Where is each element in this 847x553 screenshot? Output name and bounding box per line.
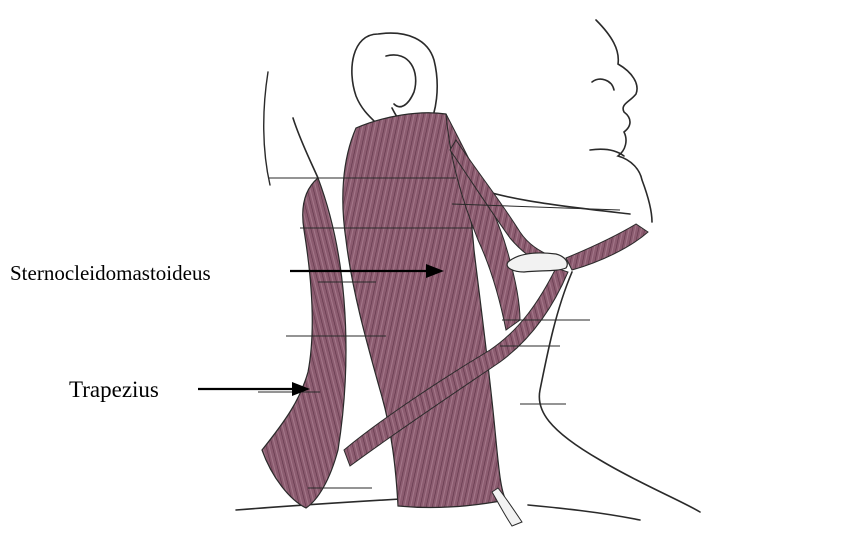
face-profile bbox=[596, 20, 652, 222]
sternocleidomastoideus-label: Sternocleidomastoideus bbox=[10, 263, 211, 284]
clavicle-outline bbox=[492, 488, 522, 526]
hyoid-bone bbox=[507, 253, 567, 272]
trapezius-label: Trapezius bbox=[69, 378, 159, 401]
neck-front bbox=[539, 272, 700, 512]
